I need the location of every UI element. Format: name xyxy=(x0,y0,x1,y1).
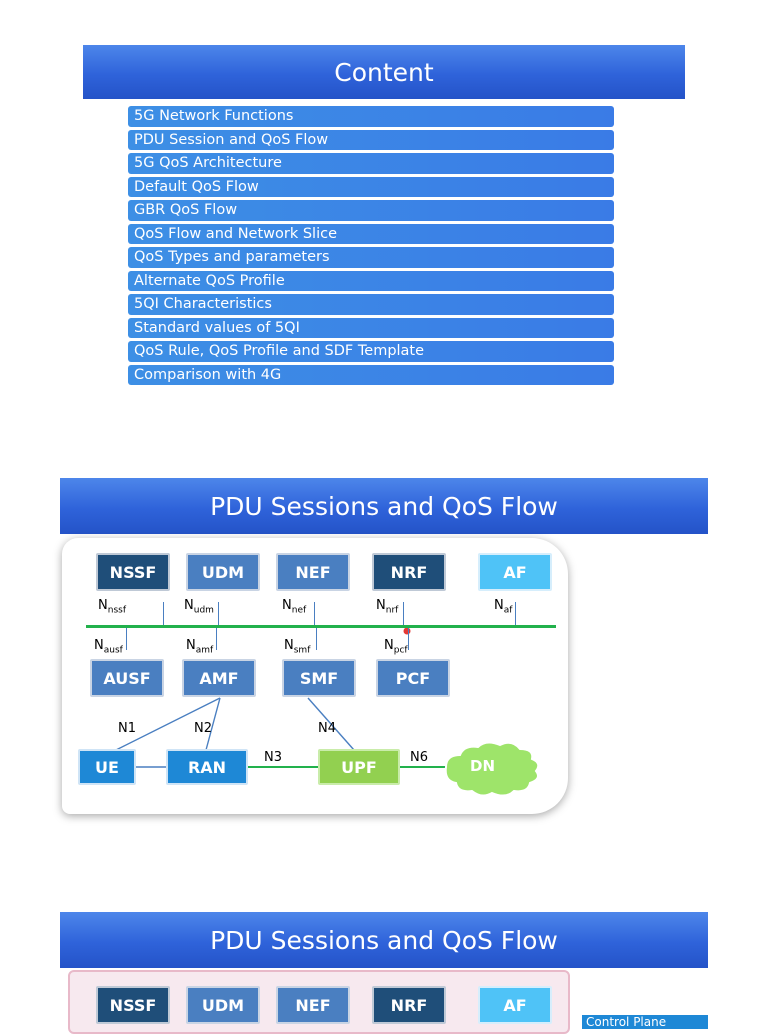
dn-cloud xyxy=(444,741,540,797)
network-diagram-partial: NSSF UDM NEF NRF AF xyxy=(68,970,570,1034)
pdu-title-2: PDU Sessions and QoS Flow xyxy=(210,925,558,955)
nssf-node: NSSF xyxy=(96,553,170,591)
content-title-bar: Content xyxy=(83,45,685,99)
naf-label: Naf xyxy=(494,598,513,616)
nssf-stub xyxy=(163,602,164,625)
af-node: AF xyxy=(478,553,552,591)
list-item: PDU Session and QoS Flow xyxy=(128,129,614,150)
nef-node-2: NEF xyxy=(276,986,350,1024)
content-title: Content xyxy=(334,57,434,87)
smf-node: SMF xyxy=(282,659,356,697)
nssf-node-2: NSSF xyxy=(96,986,170,1024)
pcf-node: PCF xyxy=(376,659,450,697)
nef-node: NEF xyxy=(276,553,350,591)
ran-node: RAN xyxy=(166,749,248,785)
n1-label: N1 xyxy=(118,721,136,736)
list-item: QoS Types and parameters xyxy=(128,247,614,268)
diagram-connectors xyxy=(115,627,540,797)
nausf-label: Nausf xyxy=(94,638,123,656)
upf-node: UPF xyxy=(318,749,400,785)
namf-label: Namf xyxy=(186,638,214,656)
udm-stub xyxy=(218,602,219,625)
ausf-stub xyxy=(126,628,127,650)
udm-node: UDM xyxy=(186,553,260,591)
ausf-node: AUSF xyxy=(90,659,164,697)
ue-node: UE xyxy=(78,749,136,785)
nnssf-label: Nnssf xyxy=(98,598,126,616)
network-diagram: NSSF UDM NEF NRF AF Nnssf Nudm Nnef Nnrf… xyxy=(62,538,568,814)
list-item: Standard values of 5QI xyxy=(128,317,614,338)
nrf-bus-dot xyxy=(403,627,411,635)
pdu-title-1: PDU Sessions and QoS Flow xyxy=(210,491,558,521)
n2-label: N2 xyxy=(194,721,212,736)
smf-stub xyxy=(316,628,317,650)
amf-stub xyxy=(216,628,217,650)
nsmf-label: Nsmf xyxy=(284,638,311,656)
af-node-2: AF xyxy=(478,986,552,1024)
list-item: GBR QoS Flow xyxy=(128,200,614,221)
nrf-stub xyxy=(403,602,404,625)
nnrf-label: Nnrf xyxy=(376,598,399,616)
af-stub xyxy=(515,602,516,625)
service-bus xyxy=(86,625,556,628)
dn-label: DN xyxy=(470,757,496,775)
n4-line xyxy=(307,697,355,751)
nnef-label: Nnef xyxy=(282,598,307,616)
amf-node: AMF xyxy=(182,659,256,697)
list-item: Comparison with 4G xyxy=(128,364,614,385)
list-item: 5QI Characteristics xyxy=(128,294,614,315)
control-plane-badge: Control Plane xyxy=(582,1015,708,1029)
nef-stub xyxy=(314,602,315,625)
list-item: Alternate QoS Profile xyxy=(128,270,614,291)
list-item: QoS Rule, QoS Profile and SDF Template xyxy=(128,341,614,362)
n3-label: N3 xyxy=(264,750,282,765)
content-list: 5G Network Functions PDU Session and QoS… xyxy=(128,106,614,388)
udm-node-2: UDM xyxy=(186,986,260,1024)
list-item: QoS Flow and Network Slice xyxy=(128,223,614,244)
npcf-label: Npcf xyxy=(384,638,408,656)
nrf-node: NRF xyxy=(372,553,446,591)
n6-label: N6 xyxy=(410,750,428,765)
n4-label: N4 xyxy=(318,721,336,736)
list-item: 5G QoS Architecture xyxy=(128,153,614,174)
n1-line xyxy=(115,697,221,751)
nrf-node-2: NRF xyxy=(372,986,446,1024)
list-item: 5G Network Functions xyxy=(128,106,614,127)
nudm-label: Nudm xyxy=(184,598,214,616)
pdu-title-bar-1: PDU Sessions and QoS Flow xyxy=(60,478,708,534)
pcf-stub xyxy=(408,628,409,650)
pdu-title-bar-2: PDU Sessions and QoS Flow xyxy=(60,912,708,968)
n2-line xyxy=(205,697,221,751)
list-item: Default QoS Flow xyxy=(128,176,614,197)
